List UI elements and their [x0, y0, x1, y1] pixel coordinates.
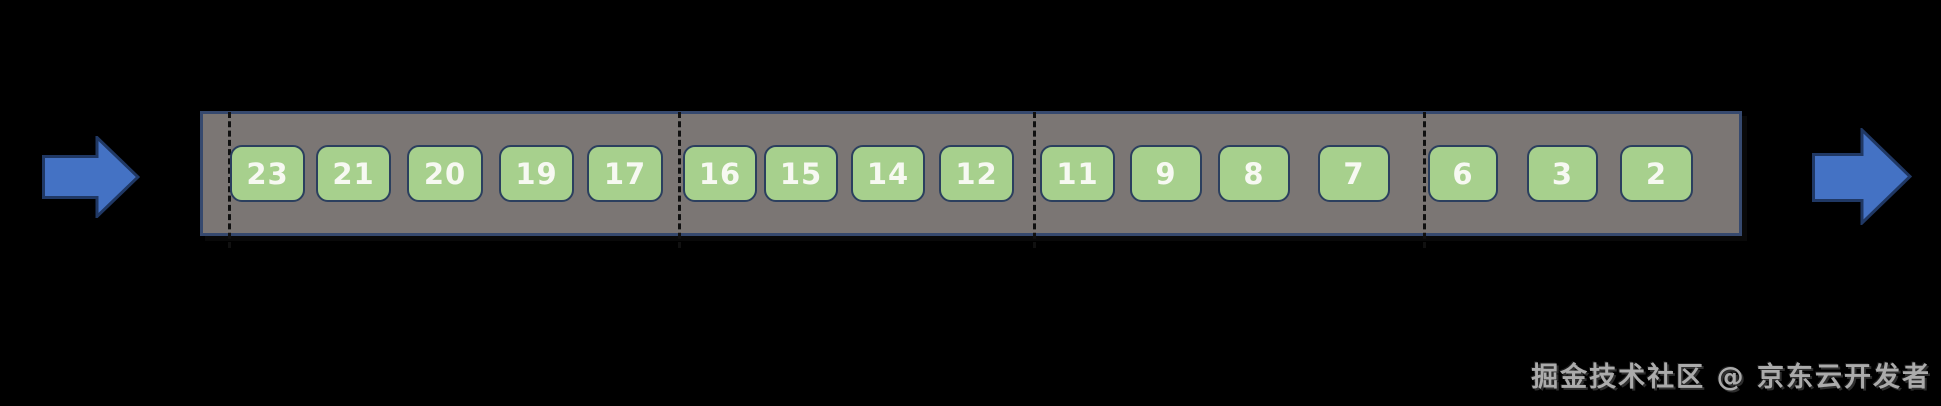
buffer-cell: 2	[1620, 145, 1693, 202]
segment-divider	[1423, 112, 1426, 248]
buffer-cell: 23	[230, 145, 305, 202]
segment-divider	[228, 112, 231, 248]
buffer-cell: 11	[1040, 145, 1115, 202]
buffer-cell: 12	[939, 145, 1014, 202]
buffer-cell: 8	[1218, 145, 1290, 202]
buffer-cell: 9	[1130, 145, 1202, 202]
buffer-cell: 3	[1527, 145, 1598, 202]
inbound-arrow-icon	[42, 136, 140, 218]
segment-divider	[1033, 112, 1036, 248]
buffer-cell: 16	[683, 145, 757, 202]
buffer-cell: 20	[407, 145, 483, 202]
buffer-cell: 7	[1318, 145, 1390, 202]
buffer-cell: 21	[316, 145, 391, 202]
buffer-cell: 6	[1428, 145, 1498, 202]
buffer-cell: 14	[851, 145, 925, 202]
buffer-cell: 15	[764, 145, 838, 202]
buffer-cell: 17	[587, 145, 663, 202]
outbound-arrow-icon	[1812, 128, 1912, 225]
buffer-cell: 19	[499, 145, 574, 202]
segment-divider	[678, 112, 681, 248]
watermark: 掘金技术社区 @ 京东云开发者	[1531, 362, 1931, 393]
